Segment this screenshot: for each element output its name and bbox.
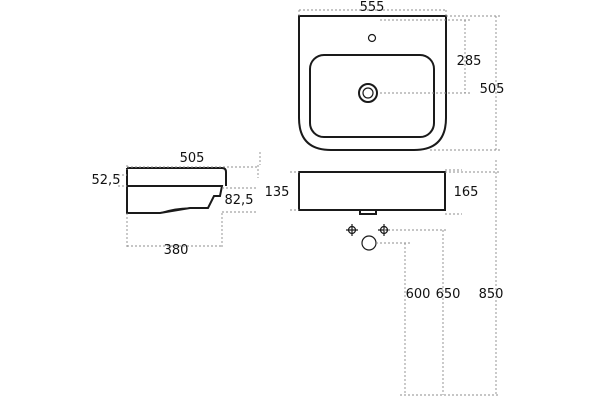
label-600: 600 <box>406 287 431 302</box>
top-view-bowl <box>309 54 435 138</box>
dim-line-505-side <box>126 165 259 178</box>
drain-inner <box>362 87 374 99</box>
top-view-outer-outline <box>298 15 447 151</box>
side-view <box>118 152 261 248</box>
dim-line-165 <box>445 169 462 215</box>
cold-water-connection <box>346 224 358 236</box>
top-view <box>298 9 500 151</box>
front-view <box>290 160 500 396</box>
label-82-5: 82,5 <box>225 193 254 208</box>
front-view-body <box>298 171 446 211</box>
label-165: 165 <box>454 185 479 200</box>
side-view-trap <box>159 207 191 214</box>
front-view-drain <box>359 210 377 215</box>
side-view-outline <box>126 168 224 214</box>
tap-hole <box>367 33 377 43</box>
wall-connection-pipe <box>361 235 377 251</box>
label-505-side: 505 <box>180 151 205 166</box>
dim-line-52-5 <box>118 174 127 187</box>
dim-line-850 <box>445 160 500 395</box>
dim-line-82-5 <box>222 187 258 213</box>
dim-line-135 <box>290 171 299 211</box>
label-380: 380 <box>164 243 189 258</box>
label-135: 135 <box>265 185 290 200</box>
dim-line-650 <box>384 229 448 395</box>
label-505-top: 505 <box>480 82 505 97</box>
label-285: 285 <box>457 54 482 69</box>
side-view-rim <box>127 167 227 186</box>
label-52-5: 52,5 <box>92 173 121 188</box>
dim-line-285 <box>380 19 470 94</box>
label-850: 850 <box>479 287 504 302</box>
label-650: 650 <box>436 287 461 302</box>
dim-line-600 <box>376 242 410 395</box>
dim-line-505-top <box>430 15 500 151</box>
drain-outer <box>358 83 378 103</box>
dim-line-555 <box>298 9 447 16</box>
label-555: 555 <box>360 0 385 15</box>
dim-line-380 <box>126 213 223 248</box>
